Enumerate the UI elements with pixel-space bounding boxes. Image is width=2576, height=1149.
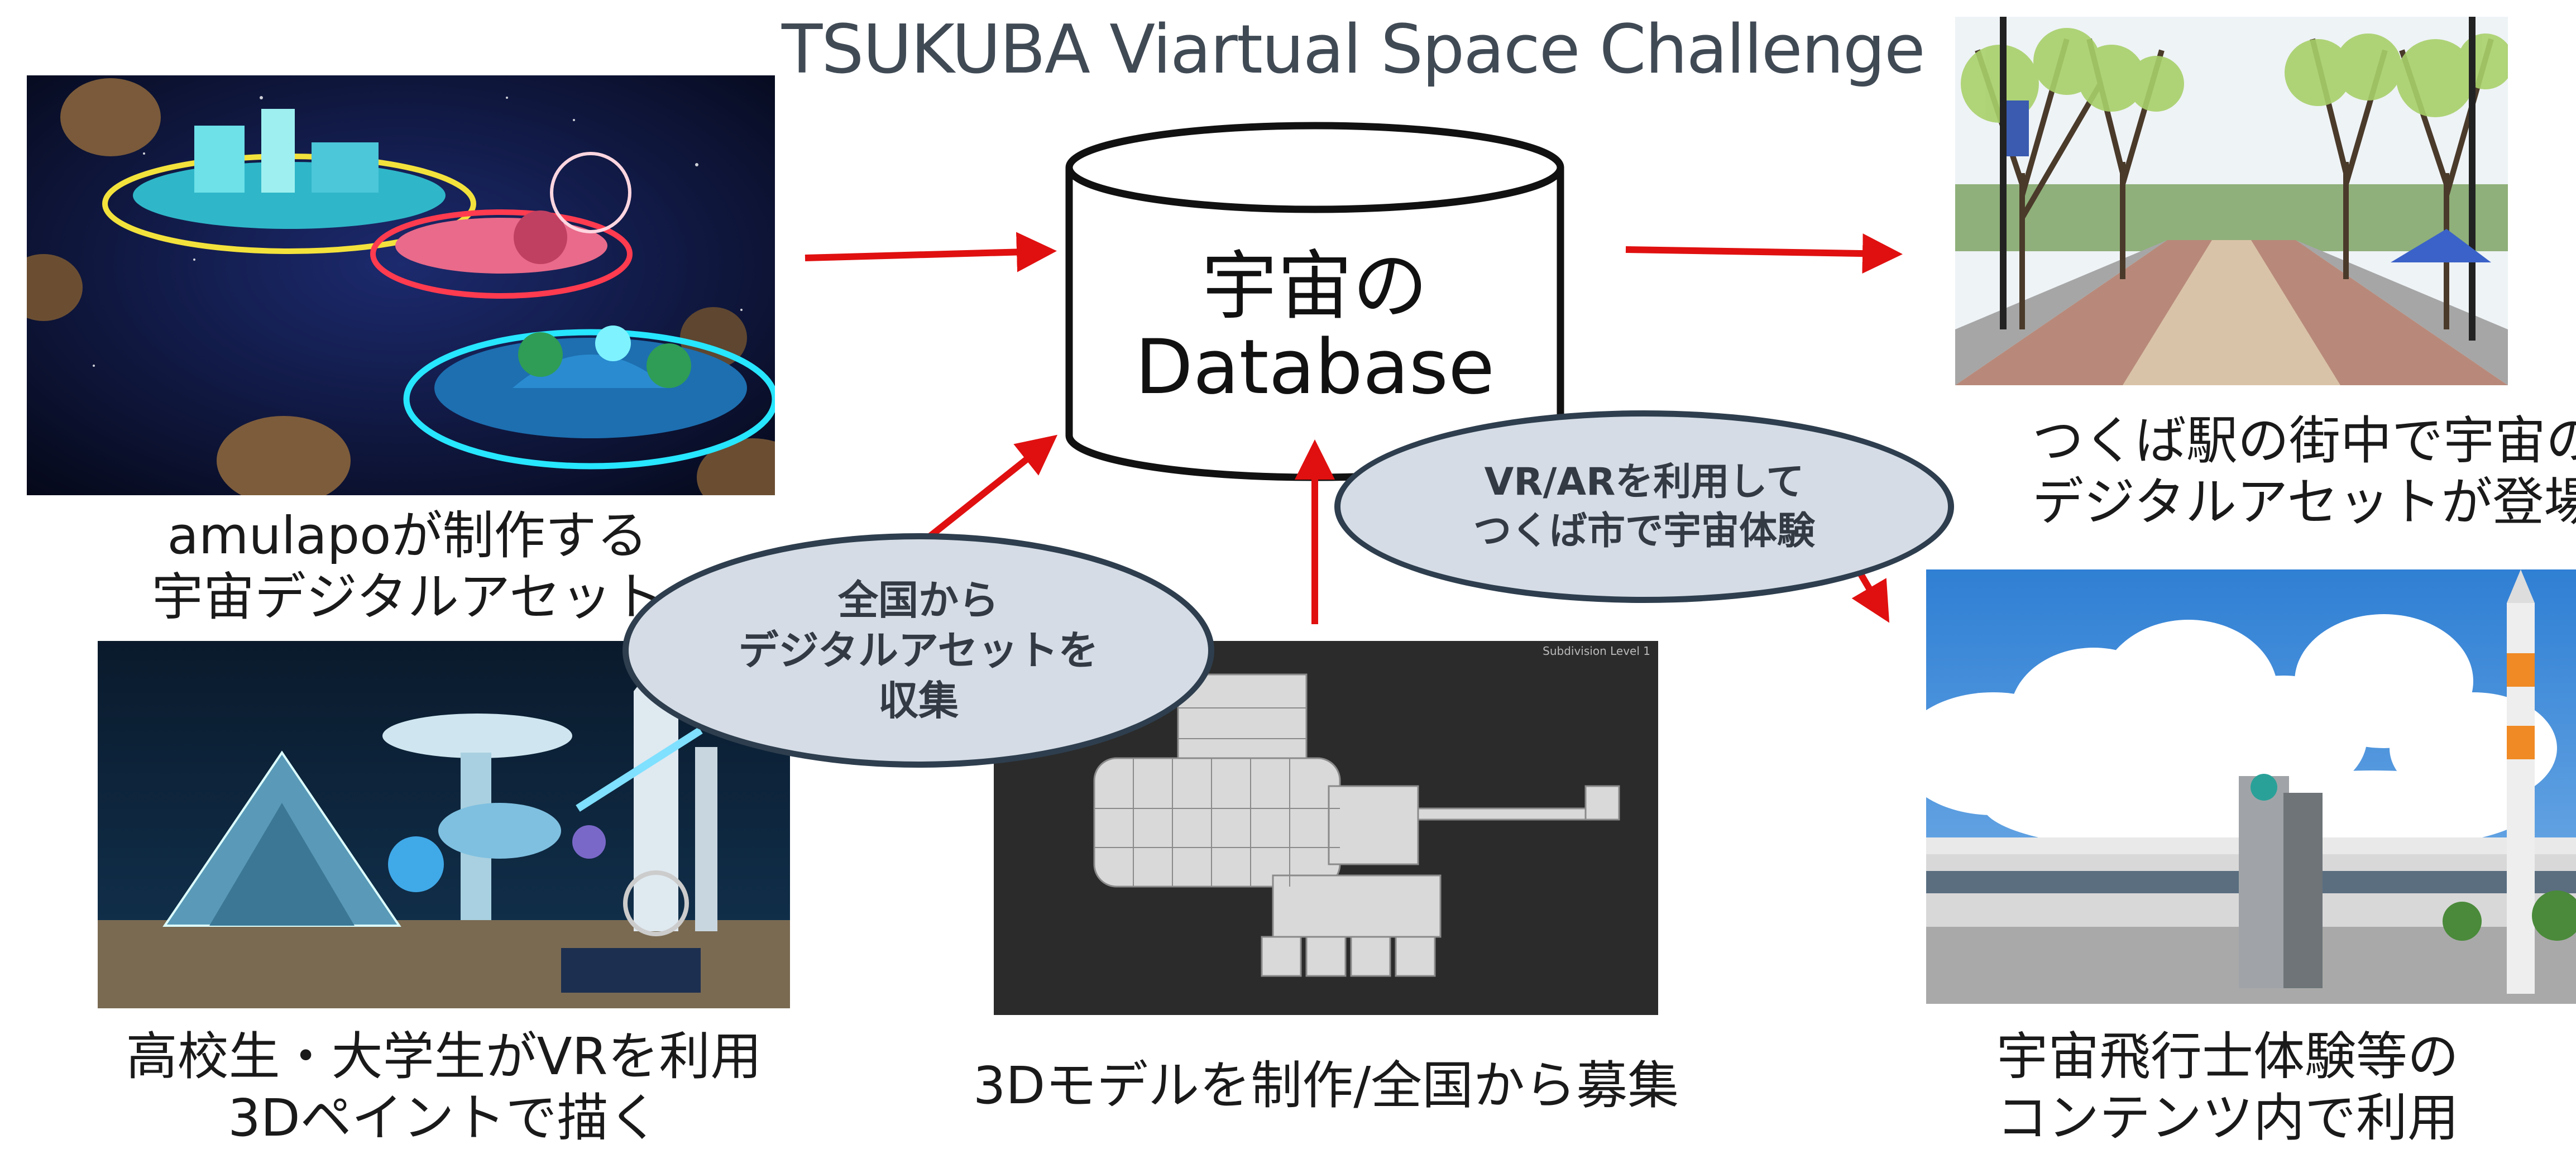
amulapo-caption-line2: 宇宙デジタルアセット	[151, 567, 664, 627]
database-label: 宇宙の Database	[1069, 246, 1560, 408]
tsukuba-street-caption-line2: デジタルアセットが登場	[2032, 472, 2576, 532]
space-center-caption: 宇宙飛行士体験等の コンテンツ内で利用	[1988, 1026, 2468, 1149]
space-center-caption-line2: コンテンツ内で利用	[1996, 1088, 2459, 1148]
amulapo-caption: amulapoが制作する 宇宙デジタルアセット	[33, 505, 782, 628]
database-label-line1: 宇宙の	[1201, 242, 1428, 330]
vr-ar-bubble-line1: VR/ARを利用して	[1484, 459, 1804, 504]
collect-bubble-line2: デジタルアセットを	[738, 627, 1099, 674]
vr-painting-caption-line1: 高校生・大学生がVRを利用	[126, 1027, 762, 1086]
tsukuba-street-caption-line1: つくば駅の街中で宇宙の	[2032, 411, 2576, 471]
vr-painting-caption-line2: 3Dペイントで描く	[228, 1088, 660, 1148]
collect-bubble-line1: 全国から	[837, 577, 999, 624]
diagram-title: TSUKUBA Viartual Space Challenge	[782, 11, 1926, 89]
space-center-image	[1926, 569, 2576, 1004]
3d-model-image: Subdivision Level 1	[994, 641, 1658, 1015]
amulapo-space-image	[27, 75, 775, 495]
database-label-line2: Database	[1134, 323, 1495, 411]
3d-model-caption: 3Dモデルを制作/全国から募集	[973, 1056, 1679, 1116]
space-center-caption-line1: 宇宙飛行士体験等の	[1996, 1027, 2459, 1086]
tsukuba-street-image	[1955, 17, 2508, 385]
vr-ar-bubble: VR/ARを利用して つくば市で宇宙体験	[1334, 410, 1954, 603]
arrow-students-to-db	[925, 434, 1058, 542]
arrow-db-to-street	[1625, 233, 1903, 274]
model-overlay-label: Subdivision Level 1	[1543, 644, 1650, 658]
arrow-amulapo-to-db	[805, 232, 1057, 272]
amulapo-caption-line1: amulapoが制作する	[167, 506, 648, 566]
collect-assets-bubble: 全国から デジタルアセットを 収集	[623, 533, 1214, 768]
vr-painting-caption: 高校生・大学生がVRを利用 3Dペイントで描く	[81, 1026, 807, 1149]
vr-ar-bubble-line2: つくば市で宇宙体験	[1473, 509, 1815, 553]
tsukuba-street-caption: つくば駅の街中で宇宙の デジタルアセットが登場	[2032, 410, 2576, 533]
collect-bubble-line3: 収集	[878, 677, 959, 724]
